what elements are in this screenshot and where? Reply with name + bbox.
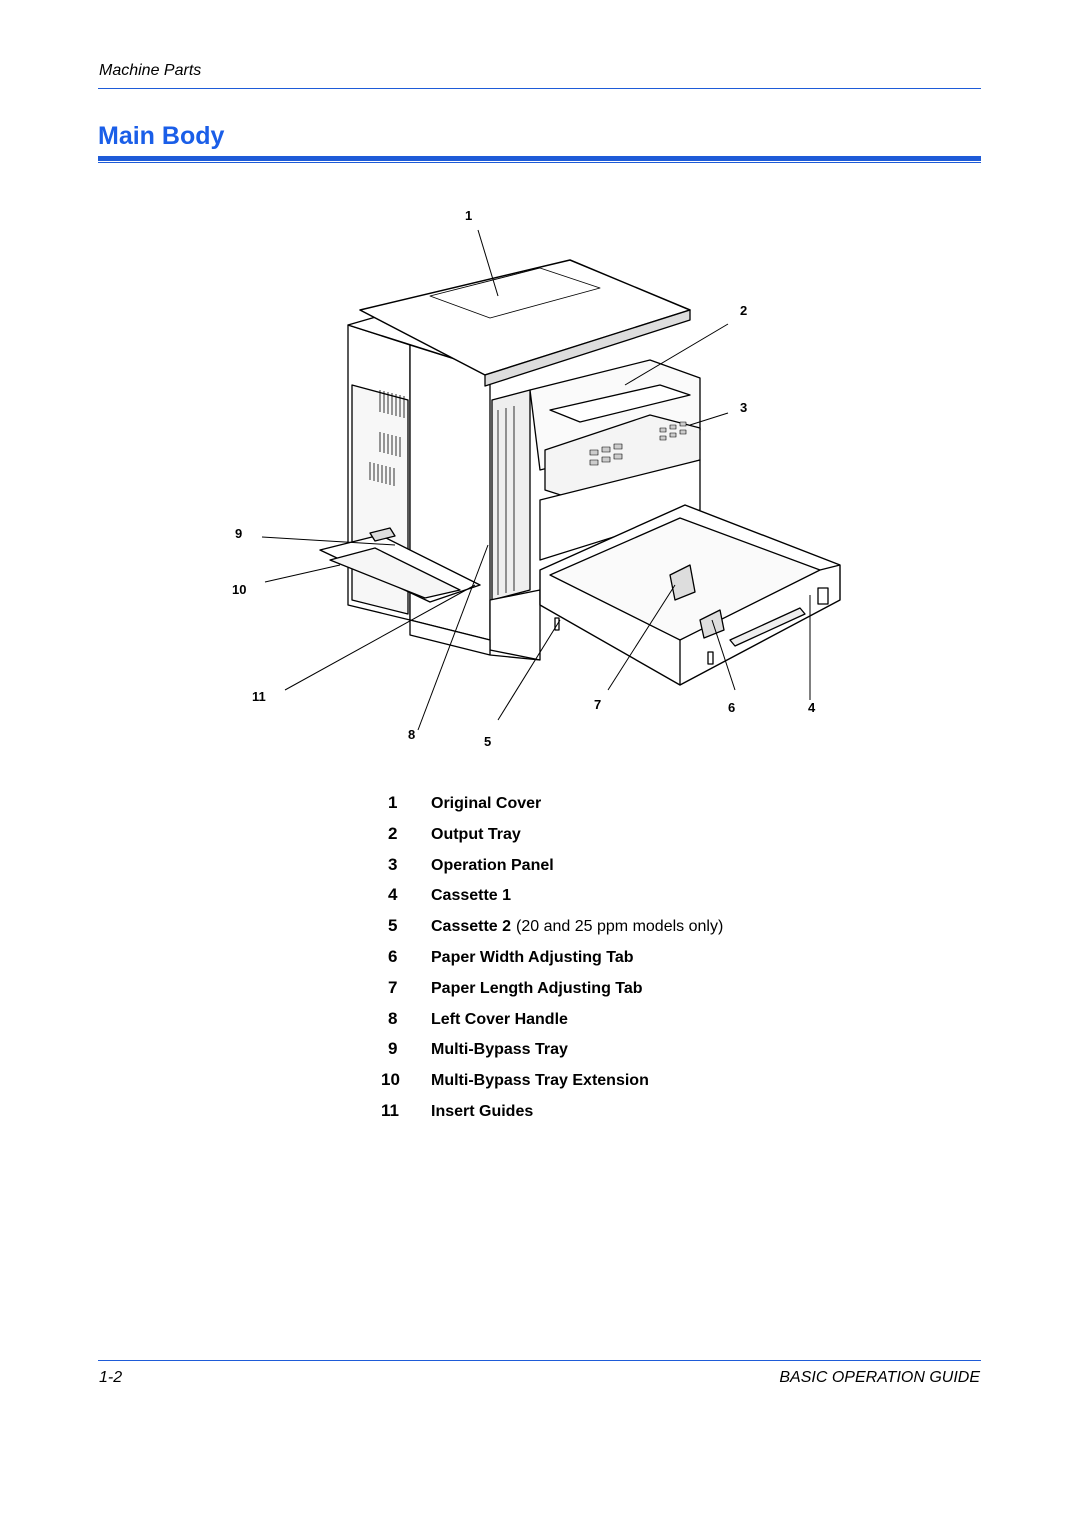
legend-item: 11 Insert Guides [381,1101,723,1132]
footer-rule [98,1360,981,1361]
legend-item: 5 Cassette 2(20 and 25 ppm models only) [388,916,723,947]
legend-number: 3 [388,854,398,874]
legend-item: 10 Multi-Bypass Tray Extension [381,1070,723,1101]
legend-number: 6 [388,946,398,966]
callout-9: 9 [235,526,243,541]
callout-11: 11 [252,689,266,704]
page-title: Main Body [98,122,225,150]
callout-5: 5 [484,734,492,749]
guide-title: BASIC OPERATION GUIDE [779,1369,980,1386]
callout-3: 3 [740,400,748,415]
copier-drawing [261,229,841,731]
callout-10: 10 [232,582,247,597]
parts-legend: 1 Original Cover 2 Output Tray 3 Operation … [381,793,723,1132]
callout-1: 1 [465,208,473,223]
legend-label: Left Cover Handle [431,1010,568,1028]
legend-number: 11 [381,1100,399,1120]
legend-label: Multi-Bypass Tray Extension [431,1072,649,1090]
legend-number: 1 [388,793,398,812]
legend-item: 6 Paper Width Adjusting Tab [388,947,723,978]
legend-number: 10 [381,1070,400,1090]
callout-2: 2 [740,303,748,318]
callout-6: 6 [728,700,736,715]
legend-label: Cassette 1 [431,887,512,905]
legend-number: 7 [388,977,398,997]
legend-label: Output Tray [431,825,521,843]
legend-number: 5 [388,916,398,936]
title-rule-under [98,162,981,163]
callout-8: 8 [408,727,416,742]
machine-illustration: 1 2 3 4 5 6 7 8 9 10 11 [230,200,850,760]
legend-item: 8 Left Cover Handle [388,1009,723,1040]
legend-label: Paper Width Adjusting Tab [431,948,634,966]
legend-label: Paper Length Adjusting Tab [431,979,643,997]
section-header: Machine Parts [99,62,202,79]
callout-4: 4 [808,700,816,715]
legend-number: 4 [388,885,398,905]
title-rule [98,156,981,161]
legend-item: 1 Original Cover [388,793,723,824]
header-rule [98,88,981,89]
legend-label: Multi-Bypass Tray [431,1041,568,1059]
legend-item: 2 Output Tray [388,824,723,855]
legend-item: 9 Multi-Bypass Tray [388,1039,723,1070]
page-number: 1-2 [99,1369,123,1386]
legend-item: 7 Paper Length Adjusting Tab [388,978,723,1009]
legend-note: (20 and 25 ppm models only) [516,918,724,936]
legend-label: Cassette 2 [431,918,512,936]
legend-number: 9 [388,1039,398,1059]
callout-7: 7 [594,697,602,712]
legend-number: 2 [388,823,398,843]
legend-label: Original Cover [431,795,542,812]
legend-number: 8 [388,1008,398,1028]
legend-item: 4 Cassette 1 [388,885,723,916]
legend-label: Operation Panel [431,856,554,874]
legend-item: 3 Operation Panel [388,855,723,886]
legend-label: Insert Guides [431,1102,534,1120]
